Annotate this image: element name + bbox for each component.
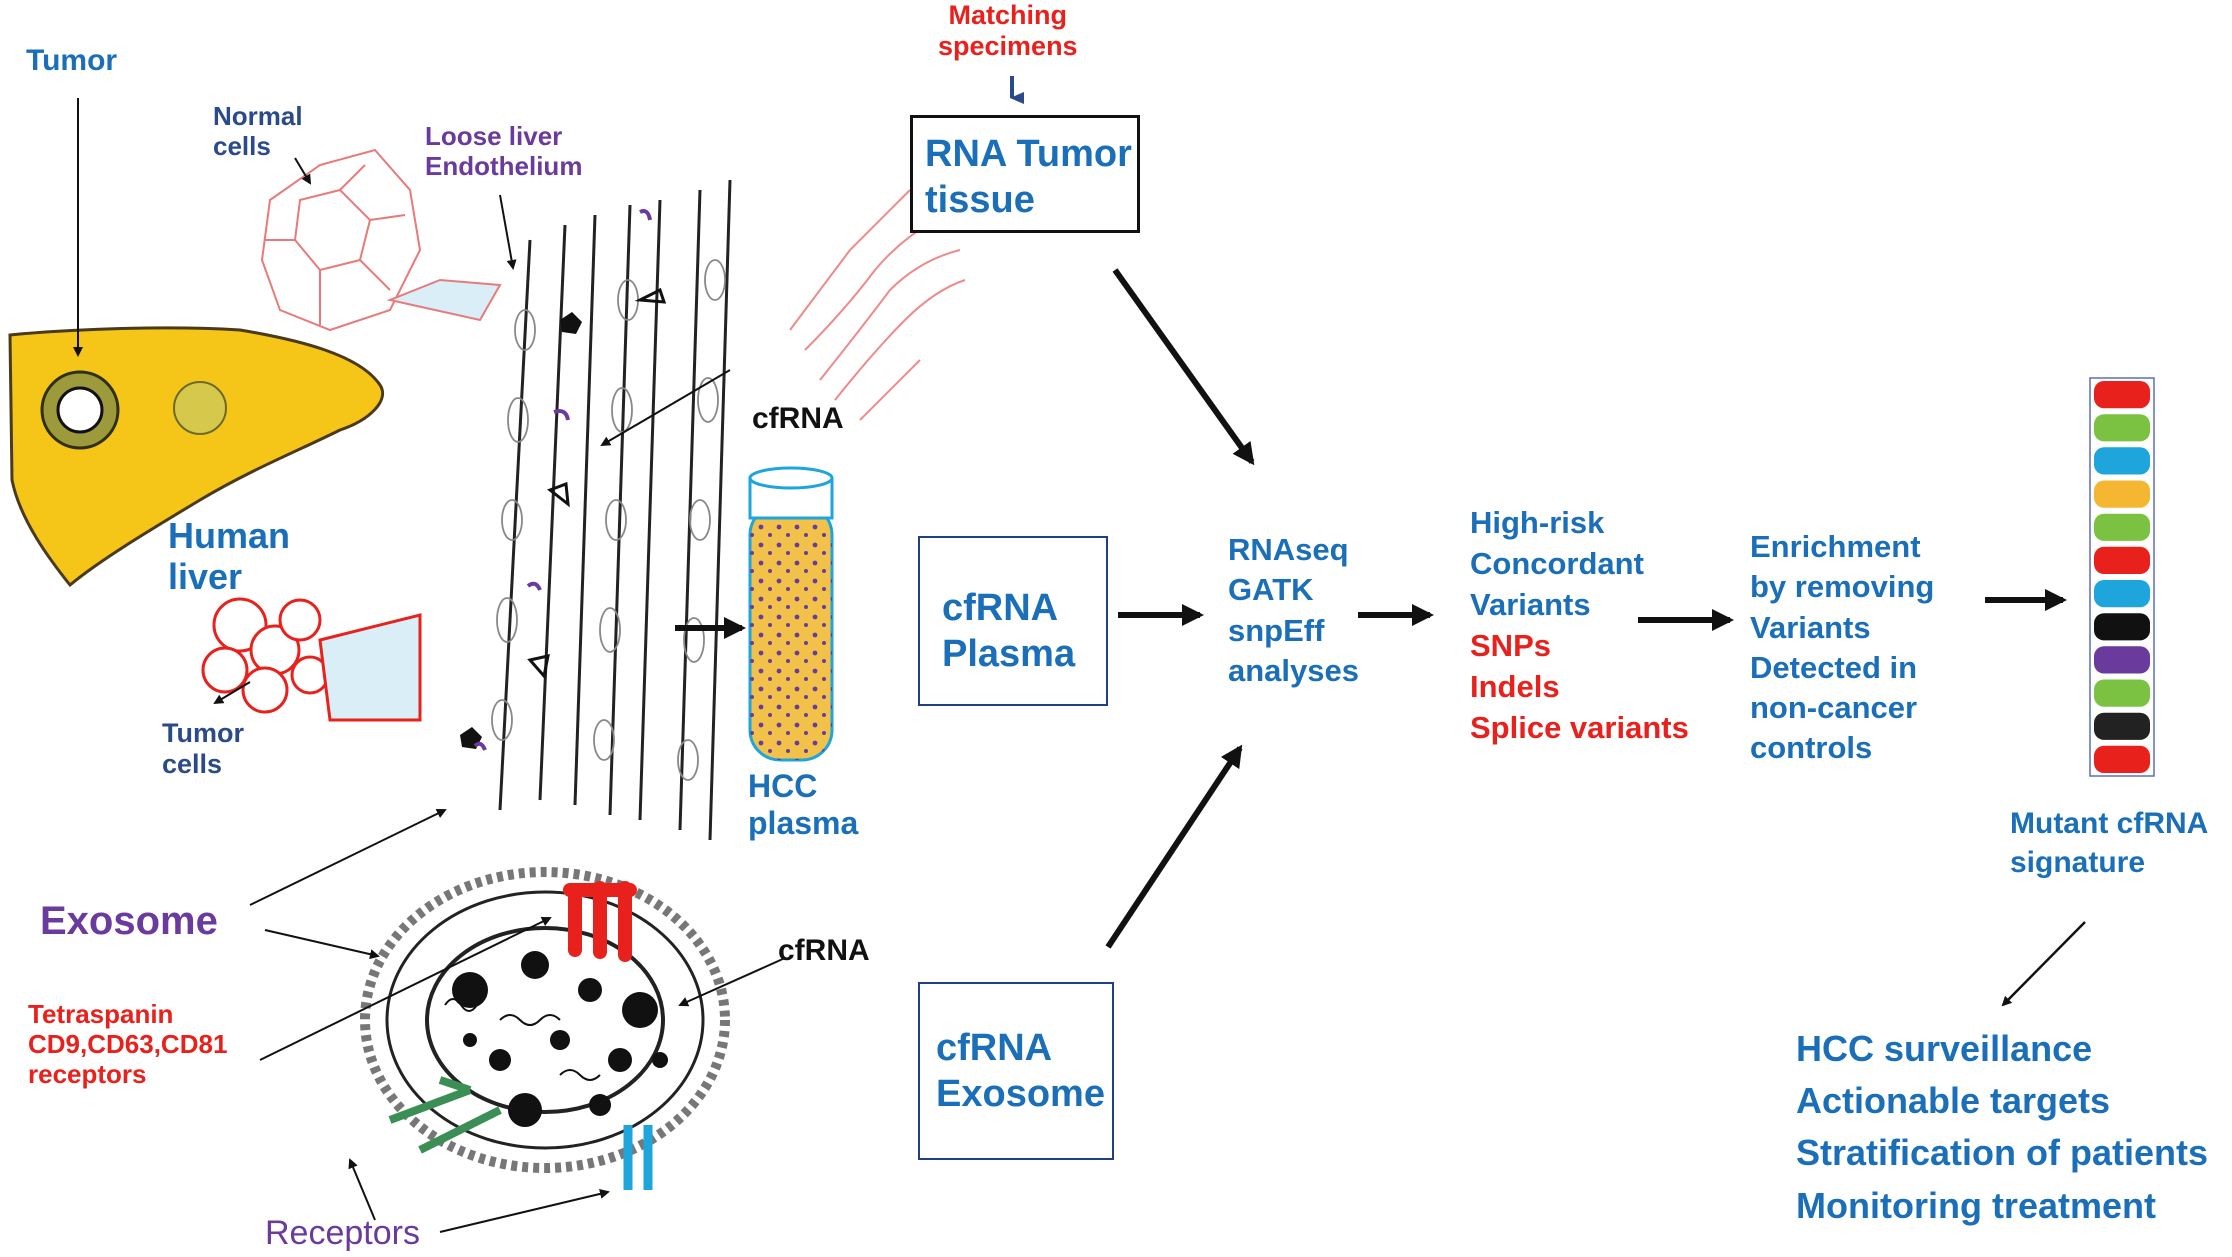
pointer-arrows [73, 98, 786, 1233]
tumor-cells-cluster [201, 597, 422, 722]
signature-block [2094, 580, 2150, 608]
signature-block [2094, 513, 2150, 541]
signature-block [2094, 646, 2150, 674]
tetraspanin-receptors [563, 881, 637, 962]
variants-label: High-risk Concordant Variants SNPs Indel… [1470, 505, 1689, 745]
blue-receptor [623, 1125, 653, 1190]
test-tube-illustration [748, 466, 834, 762]
cfrna-vessel-label: cfRNA [752, 402, 844, 435]
outcome-arrow [2001, 921, 2086, 1007]
outcome-item: HCC surveillance [1796, 1028, 2093, 1069]
signature-block [2094, 546, 2150, 574]
signature-block [2094, 679, 2150, 707]
normal-cells-cluster [260, 148, 502, 332]
fibrous-tissue [789, 189, 966, 421]
receptors-label: Receptors [265, 1214, 420, 1252]
mutant-cfrna-signature-bar [2089, 377, 2155, 777]
outcomes-list: HCC surveillance Actionable targets Stra… [1796, 1023, 2208, 1232]
exosome-illustration [360, 867, 730, 1190]
outcome-item: Actionable targets [1796, 1080, 2111, 1122]
outcome-item: Monitoring treatment [1796, 1184, 2156, 1226]
signature-block [2094, 745, 2150, 773]
blood-vessel-illustration [498, 179, 732, 841]
signature-block [2094, 414, 2150, 442]
signature-block [2094, 712, 2150, 740]
signature-block [2094, 613, 2150, 641]
signature-block [2094, 381, 2150, 409]
liver-illustration [8, 326, 384, 588]
signature-block [2094, 447, 2150, 475]
vessel-cells [491, 259, 726, 781]
outcome-item: Stratification of patients [1796, 1132, 2209, 1174]
vessel-exosomes [460, 209, 667, 751]
cfrna-exosome-label: cfRNA [778, 934, 870, 967]
signature-block [2094, 480, 2150, 508]
tumor-mass-icon [40, 370, 227, 450]
flow-arrows [675, 268, 2067, 949]
tumor-label: Tumor [26, 44, 118, 77]
green-receptor [388, 1076, 502, 1154]
exosome-label: Exosome [40, 899, 218, 943]
